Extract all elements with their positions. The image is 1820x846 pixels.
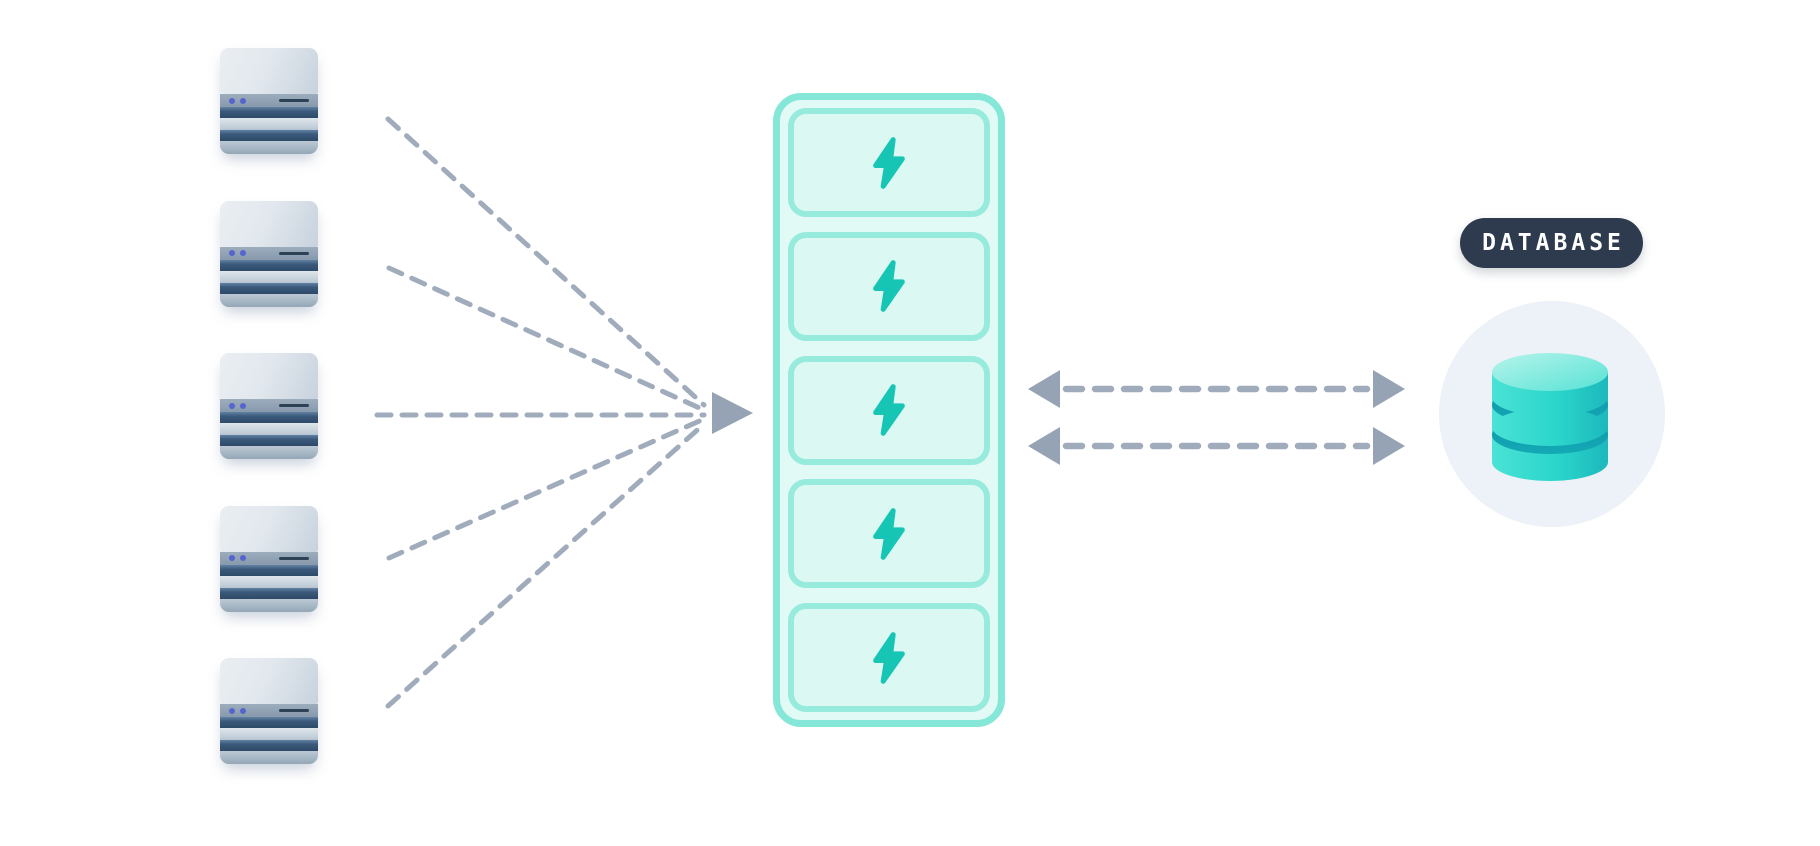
server-icon [220,353,318,459]
fan-line-5 [385,421,707,709]
server-led-icon [240,402,246,409]
fan-line-1 [385,116,707,408]
fan-line-4 [386,416,707,561]
server-rack-band [220,270,318,283]
server-rack-band [220,751,318,764]
server-rack-band [220,107,318,118]
database-disk-edge [1492,408,1608,446]
database-cylinder-icon [1492,353,1608,481]
lightning-bolt-icon [873,631,905,684]
server-rack-band [220,141,318,154]
db-link-top-right-arrowhead-icon [1373,370,1405,408]
server-front-panel [220,94,318,107]
server-icon [220,200,318,307]
server-led-icon [229,402,235,409]
server-icon [220,48,318,154]
database-badge: DATABASE [1460,218,1643,268]
server-rack-band [220,598,318,612]
server-drive-slot [279,556,309,560]
server-led-icon [229,97,235,104]
server-rack-band [220,740,318,751]
buffer-cell [788,108,990,217]
server-top-face [220,200,318,247]
server-front-panel [220,704,318,717]
server-top-face [220,658,318,704]
database-top-face [1492,353,1608,391]
server-top-face [220,353,318,399]
server-icon [220,505,318,612]
server-drive-slot [279,251,309,255]
server-rack-band [220,282,318,294]
lightning-bolt-icon [873,384,905,436]
server-icon [220,658,318,764]
server-top-face [220,48,318,94]
server-rack-band [220,587,318,599]
server-led-icon [229,250,235,256]
server-led-icon [229,555,235,561]
fan-arrowhead-icon [712,392,753,434]
server-front-panel [220,246,318,260]
server-column [220,48,318,764]
lightning-bolt-icon [873,260,905,313]
server-led-icon [240,97,246,104]
db-link-arrow-group [1028,370,1405,465]
server-rack-band [220,412,318,423]
db-link-top-left-arrowhead-icon [1028,370,1060,408]
server-rack-band [220,259,318,271]
lightning-bolt-icon [873,507,905,560]
server-rack-band [220,118,318,130]
server-drive-slot [279,99,309,102]
server-rack-band [220,575,318,588]
buffer-cell [788,355,990,465]
server-rack-band [220,446,318,459]
buffer-cell [788,231,990,341]
server-rack-band [220,435,318,446]
database-circle [1439,301,1665,527]
fan-arrow-group [374,116,707,709]
server-led-icon [229,707,235,714]
server-led-icon [240,707,246,714]
server-led-icon [240,250,246,256]
server-drive-slot [279,404,309,407]
buffer-cell [788,479,990,589]
server-rack-band [220,728,318,740]
server-rack-band [220,293,318,307]
server-rack-band [220,423,318,435]
buffer-box [773,93,1005,727]
server-front-panel [220,551,318,565]
db-link-bottom-left-arrowhead-icon [1028,427,1060,465]
server-led-icon [240,555,246,561]
server-rack-band [220,717,318,728]
fan-line-2 [386,265,707,413]
server-rack-band [220,564,318,576]
lightning-bolt-icon [873,136,905,189]
server-rack-band [220,130,318,141]
server-top-face [220,505,318,552]
server-front-panel [220,399,318,412]
buffer-cell [788,603,990,712]
server-drive-slot [279,709,309,712]
db-link-bottom-right-arrowhead-icon [1373,427,1405,465]
